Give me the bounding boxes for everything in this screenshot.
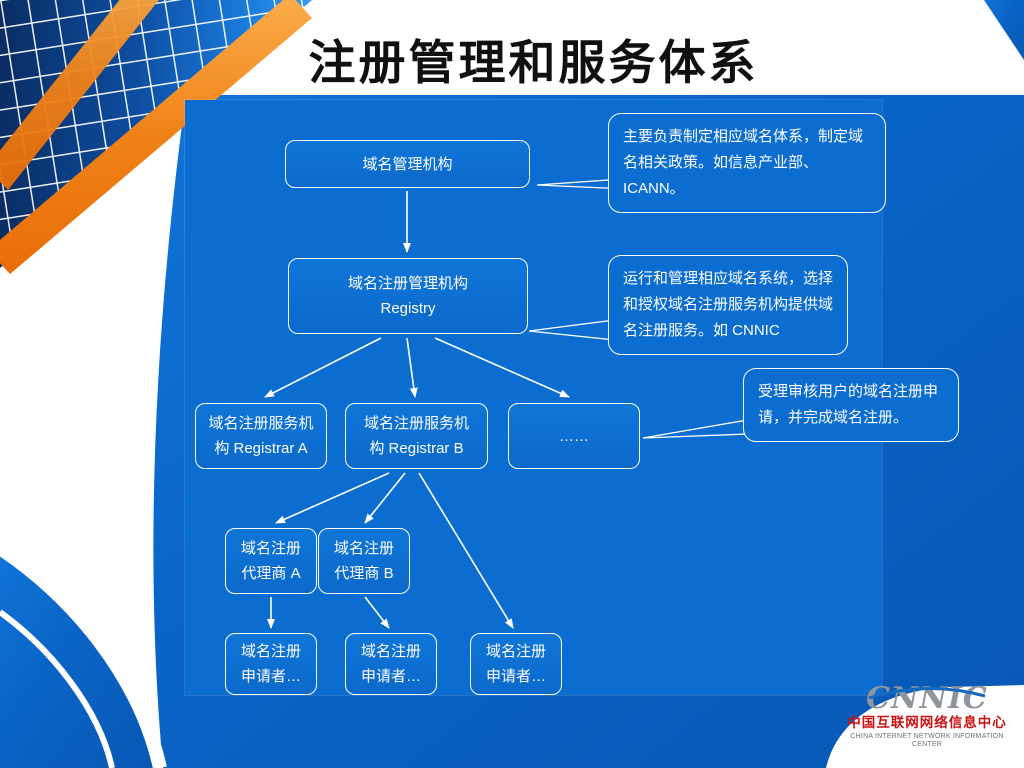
node-applicant-3: 域名注册 申请者… <box>470 633 562 695</box>
callout-admin-note: 主要负责制定相应域名体系，制定域名相关政策。如信息产业部、ICANN。 <box>608 113 886 213</box>
diagram-panel: 域名管理机构 域名注册管理机构 Registry 域名注册服务机 构 Regis… <box>184 99 959 696</box>
node-label: 代理商 B <box>334 565 394 582</box>
callout-registrar-note: 受理审核用户的域名注册申请，并完成域名注册。 <box>743 368 959 442</box>
node-label: 代理商 A <box>241 565 301 582</box>
node-registrar-a: 域名注册服务机 构 Registrar A <box>195 403 327 469</box>
node-label: 域名注册 <box>240 540 301 557</box>
node-label: 申请者… <box>485 668 546 685</box>
node-label: 域名管理机构 <box>362 155 453 173</box>
logo-name-cn: 中国互联网网络信息中心 <box>847 715 1007 730</box>
node-agent-a: 域名注册 代理商 A <box>225 528 317 594</box>
node-label: 域名注册 <box>333 540 394 557</box>
node-label: Registry <box>380 300 436 317</box>
node-label: 域名注册服务机 <box>208 415 314 432</box>
node-other-registrars: …… <box>508 403 640 469</box>
node-label: …… <box>559 427 589 445</box>
node-label: 申请者… <box>360 668 421 685</box>
node-applicant-2: 域名注册 申请者… <box>345 633 437 695</box>
node-applicant-1: 域名注册 申请者… <box>225 633 317 695</box>
cnnic-wordmark-wrap: CNNIC <box>866 682 988 715</box>
node-registry: 域名注册管理机构 Registry <box>288 258 528 334</box>
callout-text: 运行和管理相应域名系统，选择和授权域名注册服务机构提供域名注册服务。如 CNNI… <box>623 270 834 339</box>
callout-text: 受理审核用户的域名注册申请，并完成域名注册。 <box>758 383 939 426</box>
callout-registry-note: 运行和管理相应域名系统，选择和授权域名注册服务机构提供域名注册服务。如 CNNI… <box>608 255 848 355</box>
cnnic-wordmark: CNNIC <box>866 681 988 716</box>
node-label: 申请者… <box>240 668 301 685</box>
node-label: 域名注册 <box>485 643 546 660</box>
slide-title: 注册管理和服务体系 <box>308 36 759 89</box>
node-agent-b: 域名注册 代理商 B <box>318 528 410 594</box>
node-domain-admin: 域名管理机构 <box>285 140 530 188</box>
node-label: 域名注册 <box>240 643 301 660</box>
node-label: 域名注册服务机 <box>363 415 469 432</box>
node-label: 域名注册 <box>360 643 421 660</box>
node-registrar-b: 域名注册服务机 构 Registrar B <box>345 403 488 469</box>
node-label: 构 Registrar B <box>369 440 464 457</box>
logo-name-en: CHINA INTERNET NETWORK INFORMATION CENTE… <box>850 732 1004 748</box>
cnnic-logo: CNNIC 中国互联网网络信息中心 CHINA INTERNET NETWORK… <box>838 682 1016 748</box>
node-label: 域名注册管理机构 <box>347 275 468 292</box>
callout-text: 主要负责制定相应域名体系，制定域名相关政策。如信息产业部、ICANN。 <box>623 128 864 197</box>
node-label: 构 Registrar A <box>214 440 308 457</box>
